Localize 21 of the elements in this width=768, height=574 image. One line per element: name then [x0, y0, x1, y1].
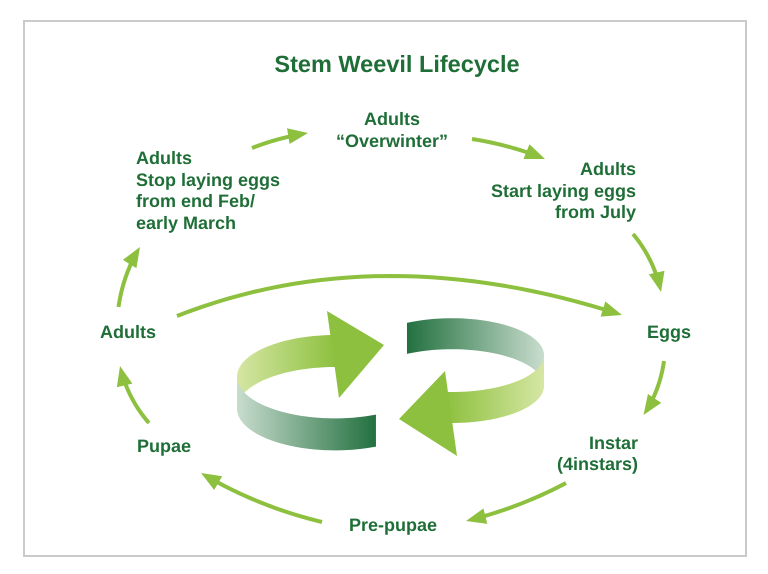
arrow	[200, 471, 322, 524]
stage-label: Pre-pupae	[349, 515, 438, 537]
stage-note: Start laying eggs from July	[490, 180, 636, 224]
stage-label: Adults	[364, 109, 420, 131]
arrow	[642, 360, 666, 416]
arrow	[251, 128, 308, 150]
stage-note: “Overwinter”	[336, 130, 448, 152]
arrow	[176, 274, 623, 318]
diagram-title: Stem Weevil Lifecycle	[274, 50, 520, 78]
arrow	[631, 232, 665, 292]
stage-note: Stop laying eggs from end Feb/ early March	[136, 170, 282, 234]
stage-label: Adults	[100, 322, 156, 344]
stage-label: Instar (4instars)	[556, 432, 638, 476]
arrow	[466, 481, 567, 524]
stage-label: Adults	[136, 148, 192, 170]
arrow	[116, 246, 142, 308]
stage-label: Eggs	[647, 322, 692, 344]
arrow	[116, 366, 151, 424]
stage-label: Pupae	[137, 436, 192, 458]
stage-label: Adults	[580, 159, 636, 181]
arrow	[472, 137, 546, 161]
